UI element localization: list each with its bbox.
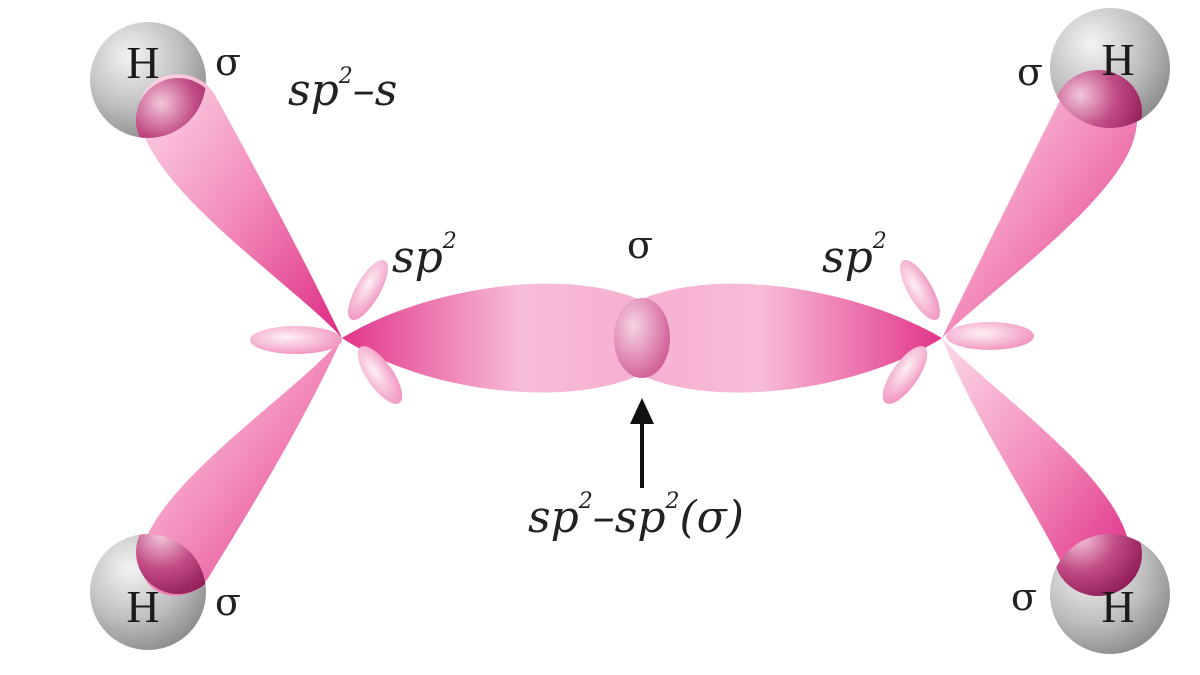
ch-overlap-bottom-right bbox=[1054, 534, 1142, 596]
sp2-s-tail: –s bbox=[353, 65, 398, 116]
sigma-label-top-left: σ bbox=[215, 40, 241, 84]
sp2-s-label: sp2–s bbox=[288, 64, 397, 116]
right-carbon-orbitals bbox=[640, 77, 1138, 591]
h-symbol-bottom-right: H bbox=[1101, 581, 1134, 632]
arrow-up-icon bbox=[630, 398, 654, 488]
cc-bond-part1: sp bbox=[528, 492, 579, 543]
ch-overlap-top-left bbox=[136, 78, 206, 138]
ch-overlap-top-right bbox=[1054, 70, 1142, 128]
sp2-s-sup: 2 bbox=[338, 64, 353, 89]
sigma-label-bottom-left: σ bbox=[215, 580, 241, 624]
cc-bond-tail: (σ) bbox=[680, 492, 744, 543]
cc-sigma-overlap bbox=[614, 298, 670, 378]
center-sigma-label: σ bbox=[627, 223, 653, 267]
left-carbon-orbitals bbox=[139, 74, 640, 596]
sp2-left-label: sp2 bbox=[392, 229, 457, 283]
sigma-label-top-right: σ bbox=[1017, 50, 1043, 94]
cc-bond-mid: –sp bbox=[593, 492, 666, 543]
h-symbol-top-right: H bbox=[1101, 34, 1134, 85]
cc-bond-label: sp2–sp2(σ) bbox=[528, 489, 744, 543]
sp2-s-base: sp bbox=[288, 65, 339, 116]
sp2-right-label: sp2 bbox=[822, 229, 887, 283]
ch-overlap-bottom-left bbox=[136, 534, 206, 594]
sigma-label-bottom-right: σ bbox=[1011, 575, 1037, 619]
h-symbol-top-left: H bbox=[126, 37, 159, 88]
cc-bond-sup2: 2 bbox=[665, 489, 680, 514]
sp2-right-base: sp bbox=[822, 232, 873, 283]
h-symbol-bottom-left: H bbox=[126, 581, 159, 632]
sp2-right-sup: 2 bbox=[872, 229, 887, 254]
sp2-left-base: sp bbox=[392, 232, 443, 283]
sp2-left-sup: 2 bbox=[442, 229, 457, 254]
cc-bond-sup1: 2 bbox=[578, 489, 593, 514]
